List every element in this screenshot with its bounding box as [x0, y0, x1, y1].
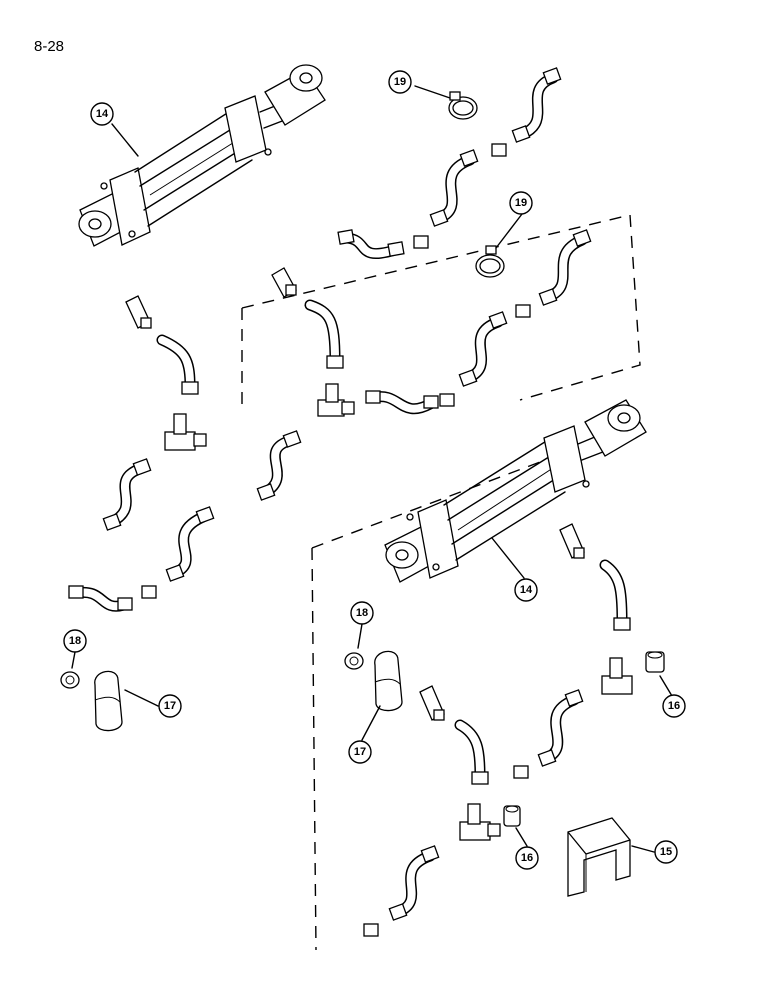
- hydraulic-cylinder-lower: [384, 399, 647, 583]
- elbow-tube-2: [156, 334, 199, 395]
- callout-14-lower-label: 14: [520, 584, 533, 596]
- elbow-fitting-3: [559, 523, 585, 559]
- leader-lines: [71, 85, 673, 853]
- callout-17-left-label: 17: [164, 700, 176, 712]
- elbow-tube-4: [454, 719, 489, 785]
- callout-19-lower-label: 19: [515, 197, 527, 209]
- hose-right-2: [458, 311, 508, 387]
- mounting-bracket: [567, 817, 631, 897]
- bushing-1: [60, 671, 80, 689]
- hose-upper-right-1: [511, 67, 562, 143]
- hose-upper-right-2: [429, 149, 479, 227]
- tee-fitting-2: [164, 413, 207, 451]
- tee-fitting-4: [459, 803, 501, 841]
- callout-19-upper-label: 19: [394, 76, 406, 88]
- elbow-fitting-4: [419, 685, 445, 721]
- callout-15-label: 15: [660, 846, 672, 858]
- hose-clamp-2: [475, 245, 505, 278]
- callout-17-right: 17: [348, 740, 372, 764]
- tee-fitting-3: [601, 657, 633, 695]
- callout-16-upper-label: 16: [668, 700, 680, 712]
- hose-right-1: [538, 229, 592, 306]
- clamp-half-1: [94, 670, 123, 732]
- upper-kit-outline: [241, 214, 641, 410]
- clamp-half-2: [374, 650, 403, 712]
- nut-1: [645, 651, 665, 673]
- hose-lower-2: [388, 845, 440, 921]
- tee-fitting-1: [317, 383, 355, 417]
- hose-mid-2: [256, 430, 302, 501]
- callout-14-lower: 14: [514, 578, 538, 602]
- elbow-tube-3: [599, 559, 631, 631]
- callout-18-left-label: 18: [69, 635, 81, 647]
- nut-2: [503, 805, 521, 827]
- hose-left-1: [102, 458, 152, 531]
- callout-16-lower-label: 16: [521, 852, 533, 864]
- lower-kit-outline: [311, 461, 541, 951]
- hose-mid-1: [365, 390, 439, 415]
- callout-18-left: 18: [63, 629, 87, 653]
- elbow-tube-1: [304, 299, 344, 369]
- callout-18-right: 18: [350, 601, 374, 625]
- hose-left-2: [165, 506, 215, 582]
- elbow-fitting-2: [125, 295, 152, 329]
- hose-clamp-1: [448, 91, 478, 120]
- callout-17-right-label: 17: [354, 746, 366, 758]
- callout-19-upper: 19: [388, 70, 412, 94]
- callout-19-lower: 19: [509, 191, 533, 215]
- callout-14-upper-label: 14: [96, 108, 109, 120]
- page-number: 8-28: [34, 38, 65, 55]
- hydraulic-cylinder-upper: [78, 64, 326, 247]
- callout-17-left: 17: [158, 694, 182, 718]
- callout-18-right-label: 18: [356, 607, 368, 619]
- callout-15: 15: [654, 840, 678, 864]
- callout-16-lower: 16: [515, 846, 539, 870]
- hose-lower-1: [537, 689, 584, 767]
- callout-16-upper: 16: [662, 694, 686, 718]
- bushing-2: [344, 652, 364, 670]
- hose-upper-mid: [337, 229, 405, 260]
- callout-14-upper: 14: [90, 102, 114, 126]
- hose-left-3: [68, 585, 133, 612]
- elbow-fitting-1: [271, 267, 297, 298]
- adapter-fittings: [141, 143, 531, 937]
